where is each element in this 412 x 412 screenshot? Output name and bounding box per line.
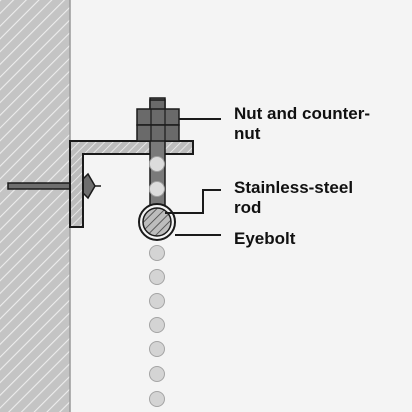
leader-lines xyxy=(165,118,221,236)
leader-rod xyxy=(165,189,221,214)
wall xyxy=(0,0,71,412)
nut-and-counter-nut xyxy=(136,99,180,142)
ball-chain xyxy=(149,245,165,407)
label-nut-and-counter-nut: Nut and counter- nut xyxy=(234,104,370,143)
label-eyebolt: Eyebolt xyxy=(234,229,296,248)
eyebolt-ring xyxy=(138,203,176,241)
angle-bracket xyxy=(69,140,194,228)
label-stainless-steel-rod: Stainless-steel rod xyxy=(234,178,354,217)
